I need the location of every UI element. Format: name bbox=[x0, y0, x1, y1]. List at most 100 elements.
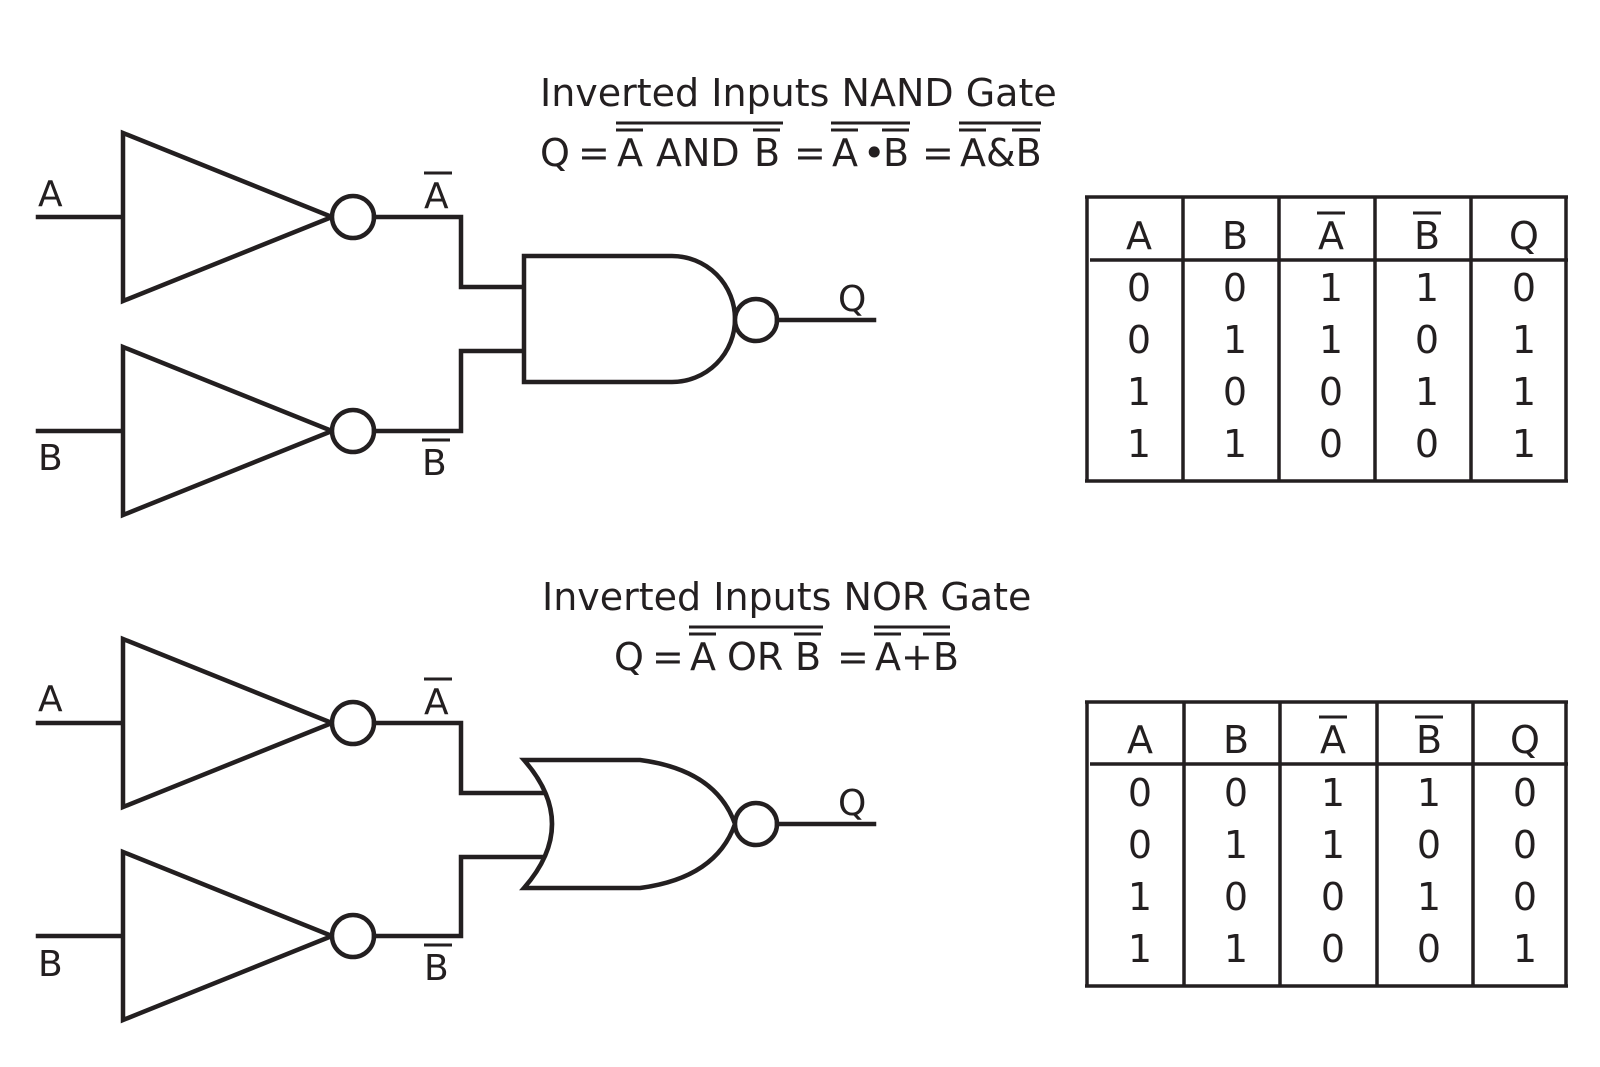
nand-eq-term1-and: AND bbox=[656, 131, 740, 175]
table-header-cell: B bbox=[1223, 718, 1249, 762]
nand-output-label: Q bbox=[838, 279, 866, 320]
nor-eq-eq2: = bbox=[837, 635, 869, 679]
nand-gate-bubble bbox=[732, 296, 780, 344]
nor-b-bar-wire bbox=[371, 854, 561, 939]
table-cell: 0 bbox=[1321, 927, 1345, 971]
nor-input-a-label: A bbox=[38, 679, 63, 720]
table-cell: 1 bbox=[1415, 370, 1439, 414]
nand-b-bar-label: B bbox=[422, 443, 447, 484]
table-cell: 1 bbox=[1319, 266, 1343, 310]
table-header-cell: B bbox=[1414, 214, 1440, 258]
table-cell: 1 bbox=[1512, 318, 1536, 362]
table-cell: 1 bbox=[1127, 422, 1151, 466]
table-cell: 1 bbox=[1417, 771, 1441, 815]
nand-eq-term2-op: • bbox=[863, 131, 885, 175]
nor-eq-term1-b: B bbox=[795, 635, 821, 679]
nor-a-bar-label: A bbox=[424, 682, 449, 723]
nand-inverter-b-bubble bbox=[329, 407, 377, 455]
table-header-cell: A bbox=[1127, 718, 1153, 762]
nand-eq-term3: A&B bbox=[960, 131, 1042, 175]
nor-inverter-a bbox=[120, 635, 339, 811]
nand-eq-term2-a: A bbox=[832, 131, 858, 175]
nor-eq-term1-a: A bbox=[690, 635, 716, 679]
table-cell: 0 bbox=[1417, 927, 1441, 971]
nor-equation: Q = A OR B = A+B bbox=[614, 625, 959, 679]
table-cell: 0 bbox=[1415, 422, 1439, 466]
table-cell: 1 bbox=[1224, 823, 1248, 867]
table-cell: 0 bbox=[1224, 771, 1248, 815]
table-header-cell: A bbox=[1126, 214, 1152, 258]
nand-eq-eq3: = bbox=[922, 131, 954, 175]
nand-title: Inverted Inputs NAND Gate bbox=[540, 71, 1057, 115]
table-cell: 0 bbox=[1223, 370, 1247, 414]
nor-b-bar-label: B bbox=[424, 948, 449, 989]
nor-gate bbox=[519, 757, 738, 891]
table-cell: 1 bbox=[1127, 370, 1151, 414]
nand-equation: Q = A AND B = A • B = A&B bbox=[540, 121, 1042, 175]
table-cell: 0 bbox=[1512, 266, 1536, 310]
table-header-cell: B bbox=[1222, 214, 1248, 258]
table-cell: 0 bbox=[1127, 266, 1151, 310]
nor-a-bar-wire bbox=[371, 720, 561, 796]
nand-eq-term1-b: B bbox=[754, 131, 780, 175]
table-cell: 0 bbox=[1513, 875, 1537, 919]
table-cell: 1 bbox=[1224, 927, 1248, 971]
nor-inverter-a-bubble bbox=[329, 699, 377, 747]
nand-inverter-a-bubble bbox=[329, 193, 377, 241]
table-cell: 1 bbox=[1321, 771, 1345, 815]
table-cell: 0 bbox=[1417, 823, 1441, 867]
table-cell: 1 bbox=[1319, 318, 1343, 362]
table-cell: 1 bbox=[1223, 318, 1247, 362]
table-cell: 1 bbox=[1417, 875, 1441, 919]
nor-input-b-label: B bbox=[38, 944, 63, 985]
table-cell: 1 bbox=[1512, 422, 1536, 466]
nor-inverter-b bbox=[120, 848, 339, 1024]
table-cell: 0 bbox=[1513, 823, 1537, 867]
nand-input-b-label: B bbox=[38, 438, 63, 479]
table-cell: 1 bbox=[1512, 370, 1536, 414]
nand-a-bar-label: A bbox=[424, 176, 449, 217]
nand-eq-term1-a: A bbox=[617, 131, 643, 175]
table-cell: 0 bbox=[1513, 771, 1537, 815]
nor-title: Inverted Inputs NOR Gate bbox=[542, 575, 1031, 619]
nand-truth-table: A B A B Q 0 0 1 1 0 0 1 1 0 1 1 0 0 1 1 … bbox=[1085, 195, 1568, 483]
nand-inverter-a bbox=[120, 129, 339, 305]
nor-circuit: A B A B Q bbox=[35, 635, 877, 1024]
table-cell: 0 bbox=[1128, 823, 1152, 867]
table-cell: 1 bbox=[1128, 927, 1152, 971]
table-cell: 1 bbox=[1128, 875, 1152, 919]
table-cell: 0 bbox=[1321, 875, 1345, 919]
nor-eq-q: Q bbox=[614, 635, 644, 679]
table-cell: 1 bbox=[1223, 422, 1247, 466]
nand-gate bbox=[521, 253, 738, 385]
table-cell: 0 bbox=[1415, 318, 1439, 362]
nand-eq-term2-b: B bbox=[883, 131, 909, 175]
nor-eq-term1-or: OR bbox=[727, 635, 783, 679]
nand-a-bar-wire bbox=[371, 214, 527, 290]
table-header-cell: Q bbox=[1509, 214, 1539, 258]
table-cell: 1 bbox=[1321, 823, 1345, 867]
nor-eq-eq1: = bbox=[652, 635, 684, 679]
nand-input-a-label: A bbox=[38, 174, 63, 215]
table-cell: 0 bbox=[1224, 875, 1248, 919]
table-cell: 0 bbox=[1223, 266, 1247, 310]
nand-b-bar-wire bbox=[371, 348, 527, 434]
nand-eq-q: Q bbox=[540, 131, 570, 175]
nor-gate-bubble bbox=[732, 800, 780, 848]
table-cell: 1 bbox=[1513, 927, 1537, 971]
nor-eq-term2: A+B bbox=[875, 635, 959, 679]
nand-eq-eq2: = bbox=[794, 131, 826, 175]
table-cell: 0 bbox=[1127, 318, 1151, 362]
table-header-cell: Q bbox=[1510, 718, 1540, 762]
nor-inverter-b-bubble bbox=[329, 912, 377, 960]
nand-eq-eq1: = bbox=[578, 131, 610, 175]
table-cell: 0 bbox=[1319, 370, 1343, 414]
table-header-cell: A bbox=[1320, 718, 1346, 762]
nand-circuit: A B A B Q bbox=[35, 129, 877, 519]
nand-section: Inverted Inputs NAND Gate Q = A AND B = … bbox=[35, 71, 1568, 519]
table-header-cell: B bbox=[1416, 718, 1442, 762]
nor-section: Inverted Inputs NOR Gate Q = A OR B = A+… bbox=[35, 575, 1568, 1024]
table-header-cell: A bbox=[1318, 214, 1344, 258]
nor-truth-table: A B A B Q 0 0 1 1 0 0 1 1 0 0 1 0 0 1 0 … bbox=[1085, 700, 1568, 988]
